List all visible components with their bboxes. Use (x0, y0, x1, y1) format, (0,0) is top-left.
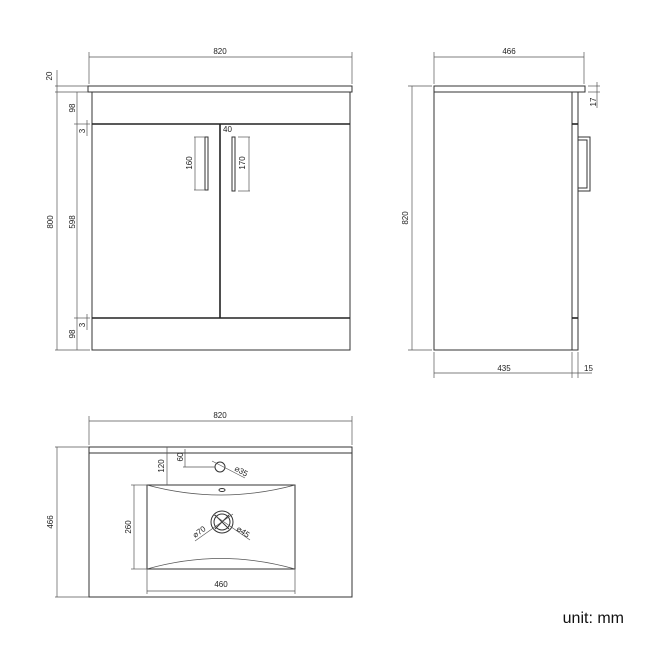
door-height-label: 598 (68, 215, 77, 229)
gap-bottom-label: 3 (78, 322, 87, 327)
handle-right-label: 170 (238, 156, 247, 170)
basin-width-label: 460 (214, 580, 228, 589)
front-width-label: 820 (213, 47, 227, 56)
tap-edge-label: 60 (176, 452, 185, 461)
handle-left-label: 160 (185, 156, 194, 170)
handle-offset-label: 40 (223, 125, 232, 134)
waste-inner-label: ⌀45 (235, 524, 252, 540)
top-view: 820 466 ⌀35 120 60 260 460 ⌀70 ⌀45 (46, 411, 353, 598)
top-depth-label: 466 (46, 515, 55, 529)
side-depth-label: 466 (502, 47, 516, 56)
side-view: 466 820 17 435 15 (401, 47, 600, 378)
basin-top-outline (88, 446, 353, 598)
side-height-label: 820 (401, 211, 410, 225)
overflow-icon (218, 488, 226, 492)
tap-offset-label: 120 (157, 459, 166, 473)
side-handle (578, 136, 591, 192)
top-rail-label: 98 (68, 103, 77, 112)
gap-top-label: 3 (78, 128, 87, 133)
top-thickness-label: 20 (45, 71, 54, 80)
side-countertop (433, 85, 586, 93)
cabinet-body (91, 91, 351, 351)
side-top-thickness-label: 17 (589, 97, 598, 106)
waste-outer-label: ⌀70 (191, 524, 208, 540)
tap-hole-label: ⌀35 (233, 464, 250, 479)
basin-depth-label: 260 (124, 520, 133, 534)
side-body-depth-label: 435 (497, 364, 511, 373)
left-door-handle (204, 136, 209, 191)
countertop (87, 85, 353, 93)
right-door-handle (231, 136, 236, 192)
front-height-label: 800 (46, 215, 55, 229)
side-body (433, 91, 579, 351)
bottom-rail-label: 98 (68, 329, 77, 338)
front-view: 820 20 160 170 40 800 98 598 98 3 3 (45, 47, 353, 351)
unit-label: unit: mm (563, 610, 624, 627)
basin-bowl (146, 484, 296, 570)
top-width-label: 820 (213, 411, 227, 420)
door-thickness-label: 15 (584, 364, 593, 373)
